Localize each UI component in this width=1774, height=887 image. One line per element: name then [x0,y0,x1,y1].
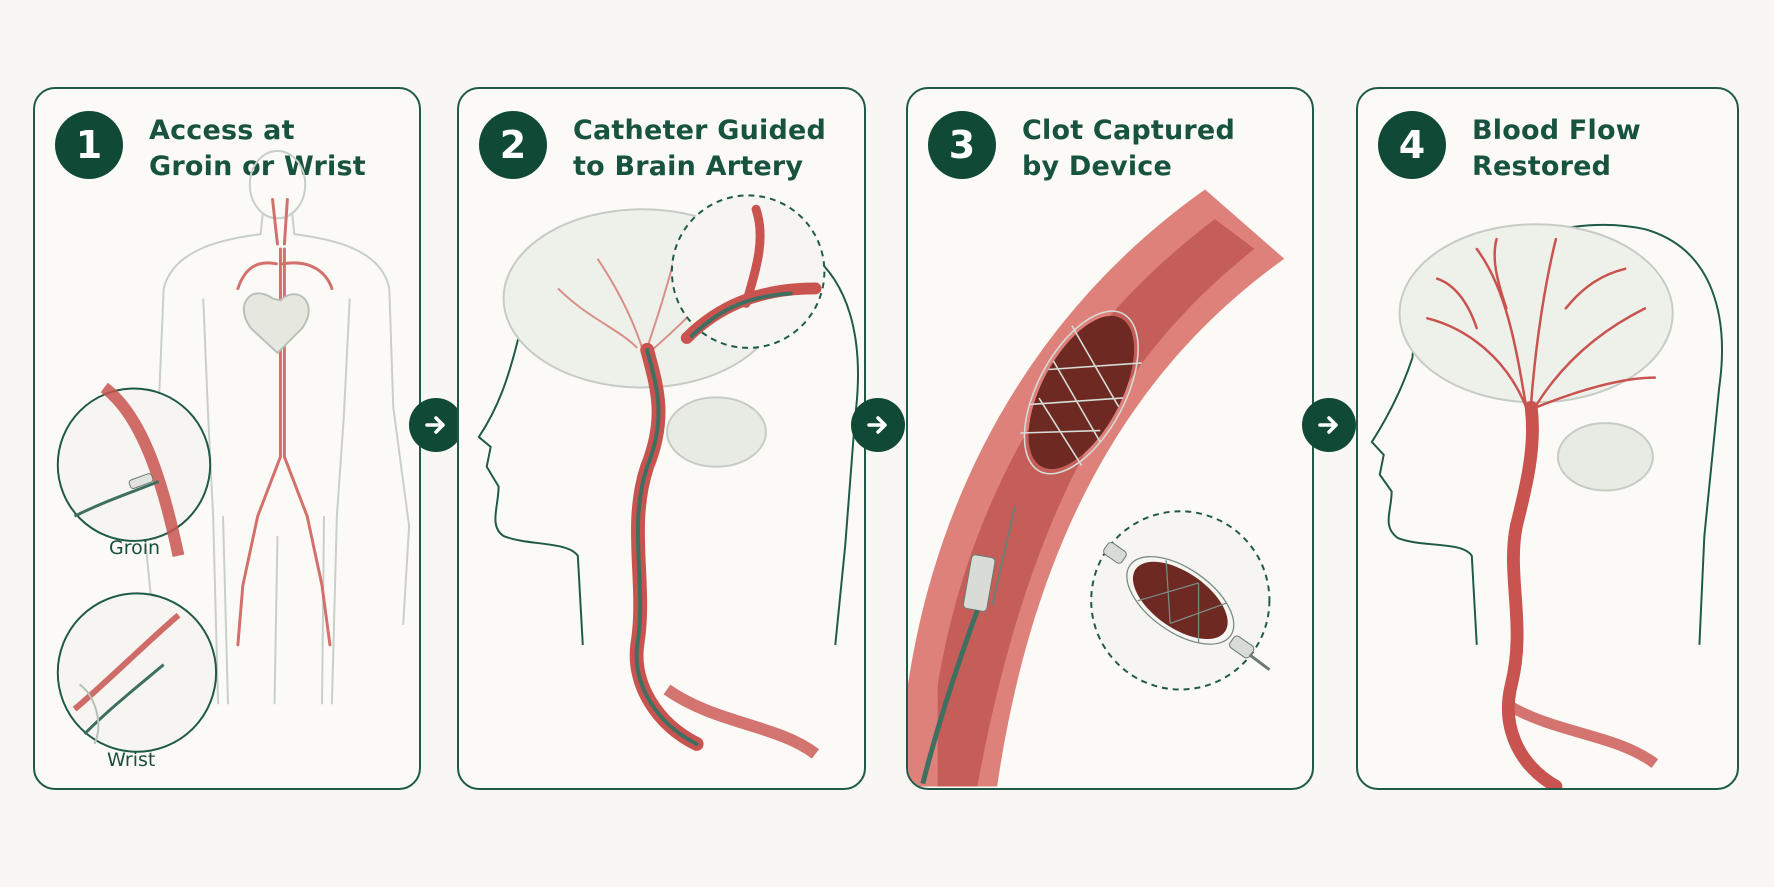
arrow-right-icon [851,398,905,452]
clot-capture-illustration [908,189,1285,787]
groin-label: Groin [109,537,161,559]
step-3-title: Clot Captured by Device [1022,115,1235,182]
step-2-title: Catheter Guided to Brain Artery [573,115,827,182]
step-1-badge: 1 [55,111,123,179]
head-catheter-illustration [477,194,859,759]
arrow-right-icon [409,398,463,452]
step-4-panel: 4 Blood Flow Restored [1356,87,1739,790]
arrow-right-icon [1302,398,1356,452]
step-1-title: Access at Groin or Wrist [149,115,366,182]
step-4-title: Blood Flow Restored [1472,115,1641,182]
wrist-label: Wrist [107,749,156,771]
step-3-badge: 3 [928,111,996,179]
step-3-panel: 3 Clot Captured by Device [906,87,1314,790]
step-1-panel: 1 Access at Groin or Wrist [33,87,421,790]
step-2-badge: 2 [479,111,547,179]
restored-flow-illustration [1370,223,1723,788]
step-4-badge: 4 [1378,111,1446,179]
body-illustration [56,150,411,753]
step-2-panel: 2 Catheter Guided to Brain Artery [457,87,866,790]
